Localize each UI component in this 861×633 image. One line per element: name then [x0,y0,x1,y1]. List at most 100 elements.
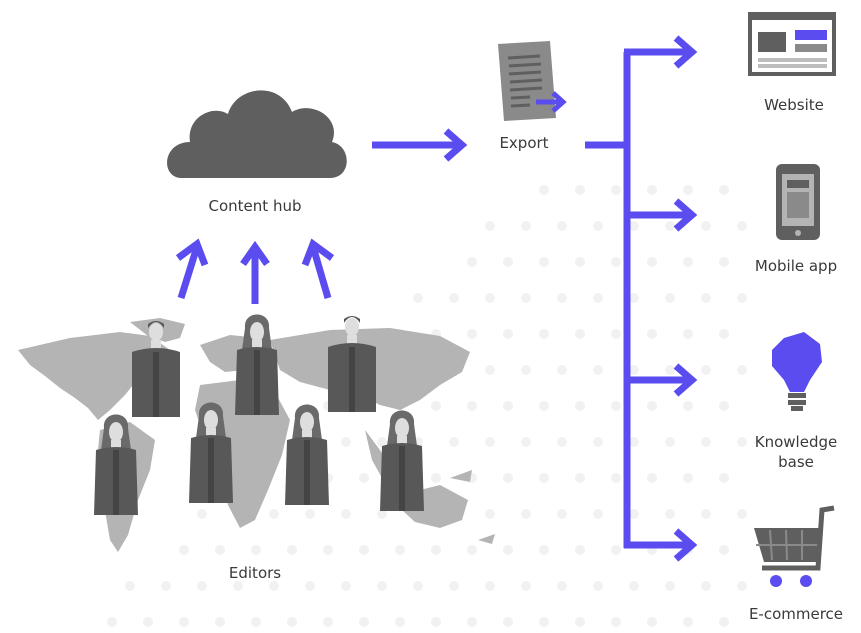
background-dot [683,257,693,267]
background-dot [719,185,729,195]
background-dot [665,581,675,591]
background-dot [557,581,567,591]
background-dot [287,617,297,627]
background-dot [737,293,747,303]
background-dot [395,545,405,555]
background-dot [665,437,675,447]
background-dot [629,365,639,375]
background-dot [539,401,549,411]
background-dot [629,437,639,447]
background-dot [557,365,567,375]
editors-label: Editors [228,564,282,582]
background-dot [431,401,441,411]
background-dot [197,509,207,519]
background-dot [215,545,225,555]
background-dot [305,581,315,591]
background-dot [485,293,495,303]
background-dot [287,545,297,555]
background-dot [539,545,549,555]
background-dot [179,617,189,627]
cloud-icon [167,90,347,178]
background-dot [683,329,693,339]
background-dot [647,329,657,339]
background-dot [719,401,729,411]
background-dot [521,437,531,447]
background-dot [647,617,657,627]
background-dot [557,293,567,303]
background-dot [503,617,513,627]
background-dot [629,221,639,231]
background-dot [557,509,567,519]
mobile-app-label: Mobile app [754,257,838,275]
background-dot [701,221,711,231]
background-dot [737,509,747,519]
smartphone-icon [776,164,820,240]
background-dot [737,221,747,231]
background-dot [575,473,585,483]
editors-to-hub-arrows [175,238,335,304]
background-dot [449,437,459,447]
background-dot [719,329,729,339]
background-dot [539,473,549,483]
background-dot [683,401,693,411]
background-dot [539,617,549,627]
background-dot [359,545,369,555]
background-dot [593,581,603,591]
background-dot [521,581,531,591]
background-dot [377,509,387,519]
background-dot [629,581,639,591]
background-dot [467,329,477,339]
background-dot [413,581,423,591]
background-dot [539,329,549,339]
background-dot [701,365,711,375]
background-dot [125,581,135,591]
background-dot [701,581,711,591]
background-dot [557,437,567,447]
hub-to-export-arrow [372,128,468,162]
background-dot [611,617,621,627]
background-dot [575,185,585,195]
background-dot [629,509,639,519]
export-label: Export [499,134,549,152]
background-dot [539,185,549,195]
background-dot [161,581,171,591]
background-dot [359,473,369,483]
background-dot [485,437,495,447]
background-dot [323,545,333,555]
background-dot [179,545,189,555]
background-dot [467,401,477,411]
background-dot [665,221,675,231]
background-dot [467,257,477,267]
background-dot [377,581,387,591]
background-dot [593,293,603,303]
background-dot [575,257,585,267]
background-dot [521,365,531,375]
background-dot [215,617,225,627]
background-dot [431,545,441,555]
background-dot [647,185,657,195]
background-dot [719,257,729,267]
background-dot [737,581,747,591]
editor-person-icon-6 [285,404,329,505]
background-dot [665,509,675,519]
background-dot [611,329,621,339]
background-dot [647,473,657,483]
background-dot [593,437,603,447]
background-dot [611,257,621,267]
background-dot [107,617,117,627]
background-dot [143,617,153,627]
background-dot [521,509,531,519]
background-dot [485,221,495,231]
browser-window-icon [748,12,836,76]
background-dot [575,617,585,627]
background-dot [467,545,477,555]
background-dot [683,185,693,195]
background-dot [449,293,459,303]
background-dot [251,617,261,627]
document-export-icon [498,41,567,121]
background-dot [233,581,243,591]
lightbulb-icon [772,332,822,411]
background-dot [611,185,621,195]
